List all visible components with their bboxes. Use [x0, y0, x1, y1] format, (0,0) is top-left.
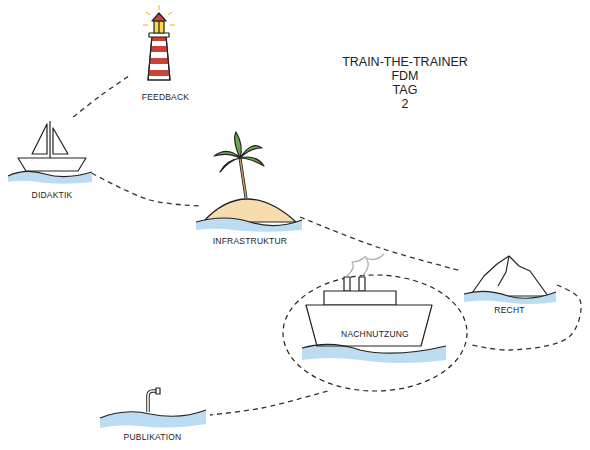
map-station: INFRASTRUKTUR: [200, 140, 300, 250]
station-label: RECHT: [462, 305, 557, 315]
lighthouse-part: [154, 21, 164, 33]
island-part: [240, 158, 246, 198]
map-station: RECHT: [462, 250, 557, 320]
lighthouse-part: [158, 21, 159, 33]
island-part: [214, 132, 264, 172]
island-part: [196, 218, 302, 226]
dashed-route: [300, 217, 462, 271]
sailboat-part: [32, 124, 47, 154]
island: [196, 132, 302, 232]
lighthouse: [143, 5, 175, 80]
periscope-part: [156, 388, 160, 394]
lighthouse-part-part: [170, 25, 175, 26]
lighthouse-part: [148, 70, 169, 76]
title-line: TAG: [330, 83, 480, 97]
dashed-route: [72, 77, 128, 118]
dashed-route: [92, 173, 200, 206]
station-label: NACHNUTZUNG: [280, 329, 470, 339]
island-part: [196, 218, 302, 232]
island-part-part: [220, 158, 240, 172]
title: TRAIN-THE-TRAINER FDM TAG 2: [330, 55, 480, 111]
sailboat-part: [8, 171, 92, 176]
title-line: FDM: [330, 69, 480, 83]
station-label: DIDAKTIK: [12, 190, 92, 200]
station-label: INFRASTRUKTUR: [200, 236, 300, 246]
lighthouse-part-part: [146, 12, 150, 15]
iceberg-part: [498, 256, 509, 286]
map-station: NACHNUTZUNG: [280, 275, 470, 391]
sailboat-part: [8, 171, 92, 183]
sailboat-part: [18, 158, 86, 171]
island-part-part: [235, 132, 242, 158]
ship-part: [347, 256, 366, 276]
periscope-part: [100, 410, 206, 428]
lighthouse-part-part: [143, 25, 148, 26]
island-part: [240, 158, 246, 198]
ship-part: [324, 291, 396, 305]
station-label: PUBLIKATION: [95, 432, 210, 442]
lighthouse-part: [148, 36, 170, 80]
iceberg-part: [464, 291, 556, 298]
iceberg-part: [464, 291, 556, 304]
periscope: [100, 388, 206, 428]
lighthouse-part: [151, 46, 168, 52]
title-line: TRAIN-THE-TRAINER: [330, 55, 480, 69]
island-part-part: [240, 157, 264, 166]
ship-part: [344, 277, 350, 291]
iceberg-part: [470, 256, 548, 296]
station-label: FEEDBACK: [128, 92, 203, 102]
map-station: DIDAKTIK: [12, 118, 92, 203]
sailboat-part: [49, 121, 50, 158]
ship-part: [306, 305, 432, 346]
island-part-part: [214, 151, 240, 158]
dashed-route: [470, 285, 581, 350]
ship-part: [359, 277, 365, 291]
dashed-route: [210, 391, 328, 415]
lighthouse-part: [148, 36, 170, 80]
lighthouse-part: [149, 58, 168, 64]
iceberg: [464, 256, 556, 304]
title-line: 2: [330, 97, 480, 111]
ship-part: [302, 344, 446, 353]
ship-part: [302, 344, 446, 363]
sailboat: [8, 121, 92, 184]
sailboat-part: [53, 128, 68, 154]
lighthouse-part-part: [168, 12, 172, 15]
lighthouse-part: [152, 13, 166, 21]
ship: [283, 254, 467, 391]
periscope-part: [100, 410, 206, 418]
island-part-part: [240, 146, 262, 158]
map-station: FEEDBACK: [128, 8, 203, 106]
map-station: PUBLIKATION: [95, 385, 210, 445]
lighthouse-part-part: [159, 5, 160, 10]
